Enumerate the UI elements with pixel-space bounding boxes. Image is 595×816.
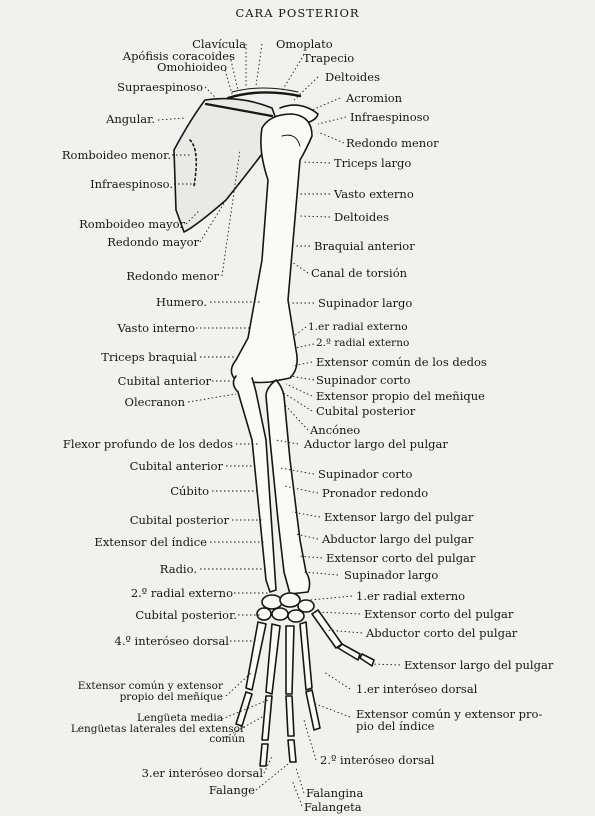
label-falangina: Falangina [306,787,363,799]
label-radio: Radio. [160,563,197,575]
label-extensor-indice-left: Extensor del índice [94,536,207,548]
label-supinador-largo-1: Supinador largo [318,297,412,309]
label-romboideo-menor: Romboideo menor. [62,149,171,161]
label-redondo-menor-left: Redondo menor [126,270,219,282]
label-primer-radial-2: 1.er radial externo [356,590,465,602]
label-lenguetas-laterales-2: común [209,734,245,744]
label-cuarto-interoseo: 4.º interóseo dorsal [115,635,229,647]
label-olecranon: Olecranon [125,396,185,408]
label-triceps-braquial: Triceps braquial [101,351,197,363]
label-primer-interoseo: 1.er interóseo dorsal [356,683,477,695]
label-romboideo-mayor: Romboideo mayor [79,218,185,230]
label-tercer-interoseo: 3.er interóseo dorsal [142,767,263,779]
label-supinador-corto-1: Supinador corto [316,374,410,386]
label-omohioideo: Omohioideo [157,61,227,73]
label-vasto-interno: Vasto interno [117,322,195,334]
label-extensor-corto-pulgar-2: Extensor corto del pulgar [364,608,513,620]
label-cubito: Cúbito [170,485,209,497]
label-segundo-interoseo: 2.º interóseo dorsal [320,754,434,766]
label-falangeta: Falangeta [304,801,362,813]
label-extensor-corto-pulgar-1: Extensor corto del pulgar [326,552,475,564]
label-extensor-comun-dedos: Extensor común de los dedos [316,356,487,368]
label-falange: Falange [209,784,255,796]
label-cubital-posterior-left-2: Cubital posterior. [135,609,237,621]
label-vasto-externo: Vasto externo [334,188,414,200]
label-extensor-comun-menique-1: Extensor común y extensor [78,681,223,691]
label-trapecio: Trapecio [303,52,354,64]
label-cubital-anterior-2: Cubital anterior [130,460,223,472]
carpal-bones [257,593,314,622]
label-redondo-menor-right: Redondo menor [346,137,439,149]
label-extensor-largo-pulgar-1: Extensor largo del pulgar [324,511,473,523]
label-infraespinoso-right: Infraespinoso [350,111,429,123]
label-extensor-propio-menique: Extensor propio del meñique [316,390,485,402]
label-humero: Humero. [156,296,207,308]
label-braquial-anterior: Braquial anterior [314,240,415,252]
label-triceps-largo: Triceps largo [334,157,411,169]
label-anconeo: Ancóneo [310,424,360,436]
label-supinador-largo-2: Supinador largo [344,569,438,581]
clavicle [228,92,300,98]
label-cubital-posterior-left: Cubital posterior [130,514,229,526]
label-aductor-largo-pulgar: Aductor largo del pulgar [304,438,448,450]
label-infraespinoso-left: Infraespinoso. [90,178,173,190]
label-acromion: Acromion [346,92,402,104]
label-canal-torsion: Canal de torsión [311,267,407,279]
label-abductor-largo-pulgar: Abductor largo del pulgar [322,533,473,545]
label-cubital-anterior-1: Cubital anterior [118,375,211,387]
label-angular: Angular. [106,113,155,125]
label-flexor-profundo: Flexor profundo de los dedos [63,438,233,450]
label-lengueta-media: Lengüeta media [137,713,223,723]
label-extensor-comun-propio-2: pio del índice [356,720,435,732]
label-supraespinoso: Supraespinoso [117,81,203,93]
label-segundo-radial-left: 2.º radial externo [131,587,233,599]
label-deltoides-1: Deltoides [325,71,380,83]
label-cubital-posterior-right: Cubital posterior [316,405,415,417]
label-redondo-mayor: Redondo mayor [107,236,199,248]
label-pronador-redondo: Pronador redondo [322,487,428,499]
label-omoplato: Omoplato [276,38,333,50]
label-extensor-comun-menique-2: propio del meñique [120,692,223,702]
label-segundo-radial-right: 2.º radial externo [316,338,409,348]
label-supinador-corto-2: Supinador corto [318,468,412,480]
label-abductor-corto-pulgar: Abductor corto del pulgar [366,627,517,639]
label-deltoides-2: Deltoides [334,211,389,223]
label-primer-radial-1: 1.er radial externo [308,322,408,332]
label-extensor-largo-pulgar-2: Extensor largo del pulgar [404,659,553,671]
